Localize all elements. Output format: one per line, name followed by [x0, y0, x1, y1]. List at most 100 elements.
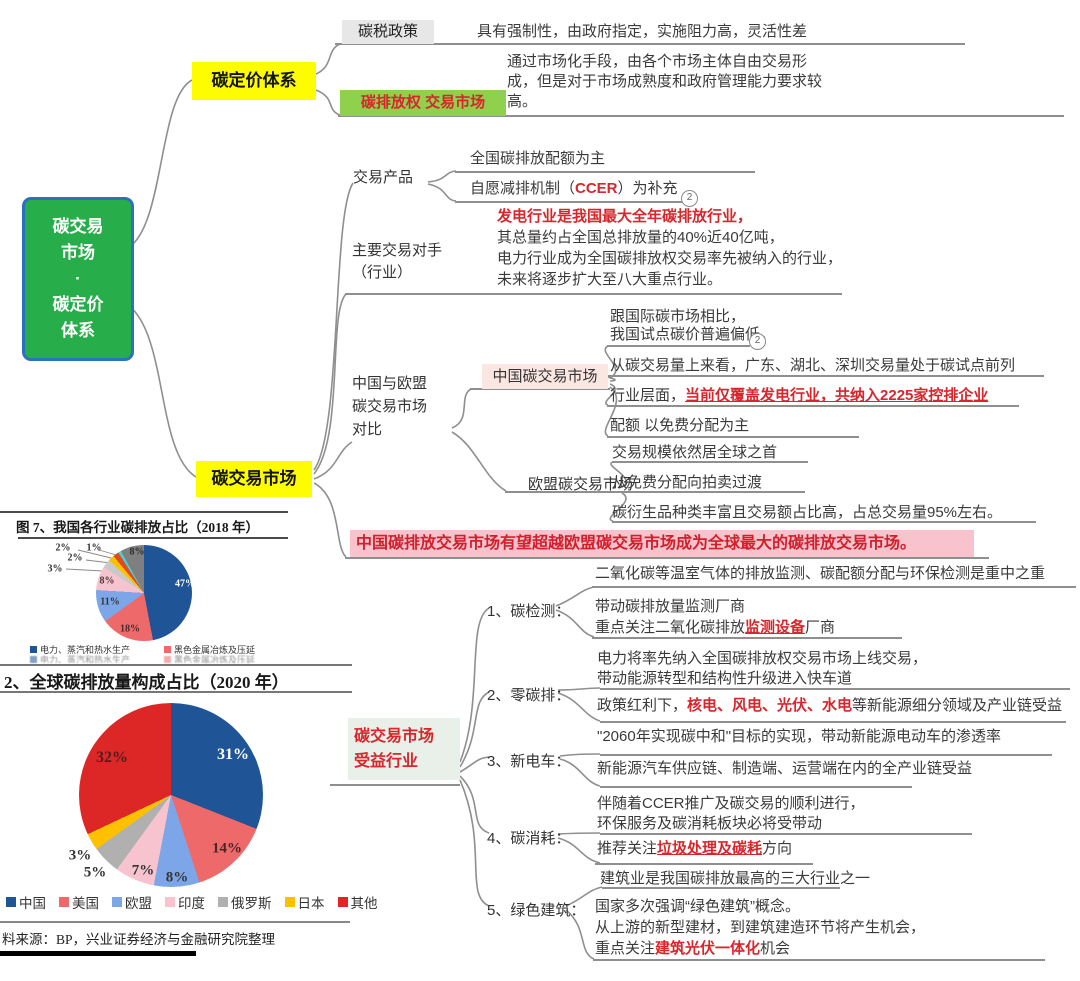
leaf-china-allocation: 配额 以免费分配为主 [610, 417, 750, 434]
branch-underline [607, 375, 1044, 377]
legend-swatch [30, 646, 37, 653]
legend-label: 电力、蒸汽和热水生产 [40, 655, 131, 663]
node-beneficiary-industries: 碳交易市场 受益行业 [348, 718, 460, 780]
pie-percent-label: 8% [165, 869, 189, 886]
legend-item: 欧盟 [112, 892, 152, 912]
leaf-building-1: 建筑业是我国碳排放最高的三大行业之一 [600, 870, 871, 887]
leaf-zero-carbon-1: 电力将率先纳入全国碳排放权交易市场上线交易， 带动能源转型和结构性升级进入快车道 [597, 650, 928, 687]
chart-rule [0, 511, 288, 513]
branch-underline [592, 637, 902, 639]
chart2-legend: 中国美国欧盟印度俄罗斯日本其他 [6, 892, 391, 912]
root-line: 市场 [61, 243, 95, 262]
legend-item: 美国 [59, 892, 99, 912]
branch-underline [600, 721, 1066, 723]
node-eu-carbon-market: 欧盟碳交易市场 [528, 476, 634, 493]
node-carbon-market: 碳交易市场 [196, 461, 312, 497]
legend-label: 美国 [72, 896, 99, 911]
legend-label: 印度 [178, 896, 205, 911]
ccer-red-text: CCER [575, 180, 618, 197]
circled-number-marker: 2 [749, 333, 766, 350]
leaf-ev-2: 新能源汽车供应链、制造端、运营端在内的全产业链受益 [597, 760, 973, 777]
legend-item: 黑色金属冶炼及压延 [164, 655, 255, 663]
legend-swatch [218, 897, 228, 907]
circled-number-marker: 2 [681, 190, 698, 207]
waste-treatment-red-text: 垃圾处理及碳耗 [657, 840, 763, 857]
leaf-china-coverage: 行业层面，当前仅覆盖发电行业，共纳入2225家控排企业 [610, 387, 989, 404]
legend-label: 欧盟 [125, 896, 152, 911]
legend-swatch [112, 897, 122, 907]
branch-underline [335, 43, 965, 45]
branch-underline [607, 345, 750, 347]
root-line: · [75, 269, 81, 288]
leaf-product-quota: 全国碳排放配额为主 [470, 150, 606, 167]
pie-percent-label: 8% [99, 575, 115, 587]
monitoring-equipment-red-text: 监测设备 [745, 619, 806, 636]
legend-item: 其他 [337, 892, 378, 912]
node-carbon-pricing: 碳定价体系 [192, 62, 316, 100]
pie-percent-label: 3% [47, 563, 63, 575]
pie-percent-label: 14% [212, 840, 242, 857]
legend-item: 电力、蒸汽和热水生产 [30, 643, 130, 656]
root-line: 碳定价 [52, 295, 104, 314]
leaf-counterparty-desc: 发电行业是我国最大全年碳排放行业， 其总量约占全国总排放量的40%近40亿吨， … [497, 208, 843, 288]
leaf-building-2: 国家多次强调“绿色建筑”概念。 从上游的新型建材，到建筑建造环节将产生机会， 重… [595, 898, 926, 957]
branch-underline [607, 436, 859, 438]
footer-black-bar [0, 951, 196, 956]
node-emission-rights-market: 碳排放权 交易市场 [340, 90, 506, 116]
label-cn-eu-comparison: 中国与欧盟 碳交易市场 对比 [352, 375, 428, 438]
branch-underline [592, 586, 1076, 588]
branch-underline [455, 171, 755, 173]
legend-item: 中国 [6, 892, 46, 912]
legend-swatch [337, 897, 348, 907]
pie-industry-emissions [96, 545, 192, 641]
legend-item: 印度 [165, 892, 205, 912]
branch-underline [600, 688, 1070, 690]
pie-percent-label: 2% [67, 552, 83, 564]
leaf-china-volume: 从碳交易量上来看，广东、湖北、深圳交易量处于碳试点前列 [610, 357, 1016, 374]
leaf-ets-desc: 通过市场化手段，由各个市场主体自由交易形 成，但是对于市场成熟度和政府管理能力要… [507, 53, 823, 110]
label-new-ev: 3、新电车： [487, 753, 571, 770]
branch-underline [602, 887, 840, 889]
leaf-china-price: 跟国际碳市场相比， 我国试点碳价普遍偏低。 [610, 308, 776, 343]
branch-underline [330, 784, 460, 786]
leaf-zero-carbon-2: 政策红利下，核电、风电、光伏、水电等新能源细分领域及产业链受益 [597, 697, 1063, 714]
leaf-consumption-1: 伴随着CCER推广及碳交易的顺利进行， 环保服务及碳消耗板块必将受带动 [597, 795, 865, 832]
chart1-title: 图 7、我国各行业碳排放占比（2018 年） [16, 520, 259, 535]
label-counterparty: 主要交易对手 （行业） [352, 242, 443, 281]
node-carbon-tax: 碳税政策 [342, 20, 434, 44]
leaf-detection-2: 带动碳排放量监测厂商 重点关注二氧化碳排放监测设备厂商 [595, 598, 836, 636]
coverage-red-text: 当前仅覆盖发电行业，共纳入2225家控排企业 [685, 387, 989, 404]
label-zero-carbon: 2、零碳排： [487, 687, 571, 704]
data-source-note: 料来源：BP，兴业证券经济与金融研究院整理 [2, 932, 276, 947]
legend-label: 黑色金属冶炼及压延 [174, 645, 256, 655]
leaf-eu-auction: 从免费分配向拍卖过渡 [612, 474, 763, 491]
legend-swatch [30, 655, 37, 663]
label-trade-products: 交易产品 [353, 169, 414, 186]
branch-underline [612, 461, 808, 463]
pie-percent-label: 5% [83, 864, 107, 881]
legend-swatch [6, 897, 16, 907]
chart1-legend: 电力、蒸汽和热水生产 黑色金属冶炼及压延 [30, 643, 289, 656]
legend-swatch [164, 646, 172, 653]
legend-swatch [164, 655, 172, 663]
new-energy-red-text: 核电、风电、光伏、水电 [687, 697, 853, 714]
node-china-carbon-market: 中国碳交易市场 [482, 364, 608, 389]
chart-rule [0, 664, 352, 666]
leaf-product-ccer: 自愿减排机制（CCER）为补充 [470, 180, 678, 197]
root-line: 碳交易 [52, 217, 104, 236]
leaf-tax-desc: 具有强制性，由政府指定，实施阻力高，灵活性差 [477, 23, 808, 40]
branch-underline [600, 754, 1052, 756]
legend-item: 黑色金属冶炼及压延 [164, 643, 255, 656]
legend-item: 日本 [284, 892, 325, 912]
chart2-title: 2、全球碳排放量构成占比（2020 年） [4, 673, 289, 692]
branch-underline [470, 388, 610, 390]
bipv-red-text: 建筑光伏一体化 [655, 940, 761, 957]
legend-swatch [165, 897, 175, 907]
pie-percent-label: 32% [96, 749, 128, 766]
pie-percent-label: 47% [175, 578, 195, 590]
label-green-building: 5、绿色建筑： [487, 902, 586, 919]
branch-underline [338, 115, 1064, 117]
chart-rule [18, 537, 288, 539]
leaf-eu-scale: 交易规模依然居全球之首 [612, 444, 778, 461]
